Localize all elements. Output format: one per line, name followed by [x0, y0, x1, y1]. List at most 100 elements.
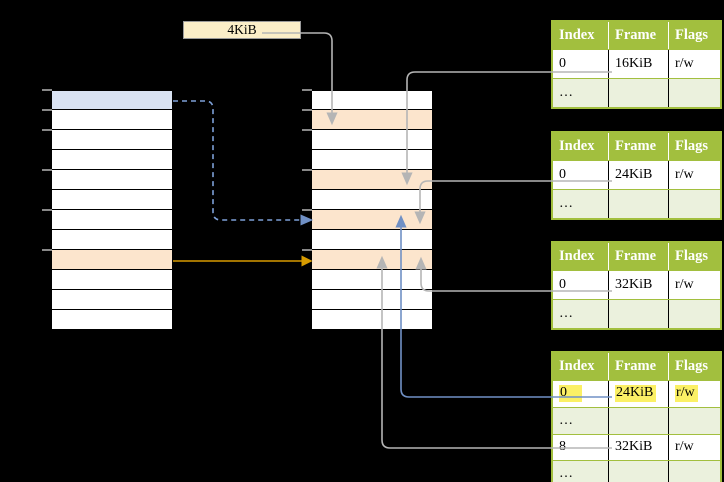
cell-frame: 32KiB — [608, 271, 668, 299]
table-row-ellipsis: … — [553, 460, 720, 482]
cell-index: 0 — [559, 167, 566, 182]
page-size-label: 4KiB — [183, 21, 301, 39]
page-table-header: Index Frame Flags — [553, 22, 720, 49]
memory-cell — [52, 110, 172, 130]
cell-index: … — [559, 466, 573, 482]
cell-flags: r/w — [668, 161, 720, 189]
address-tick — [302, 249, 312, 251]
memory-cell — [52, 150, 172, 170]
memory-cell — [312, 150, 432, 170]
cell-flags — [668, 461, 720, 482]
table-row: 0 32KiB r/w — [553, 270, 720, 299]
address-tick — [42, 209, 52, 211]
memory-cell — [52, 210, 172, 230]
memory-cell — [312, 110, 432, 130]
table-row-ellipsis: … — [553, 299, 720, 328]
cell-frame — [608, 190, 668, 218]
memory-cell — [312, 310, 432, 330]
page-table-3: Index Frame Flags 0 32KiB r/w … — [551, 241, 722, 330]
cell-index: 8 — [559, 439, 566, 455]
cell-index: … — [559, 306, 573, 321]
address-tick — [302, 169, 312, 171]
header-index: Index — [559, 138, 595, 154]
memory-cell — [312, 90, 432, 110]
address-tick — [302, 89, 312, 91]
memory-cell — [312, 270, 432, 290]
memory-cell — [52, 130, 172, 150]
memory-cell — [312, 290, 432, 310]
table-row: 0 24KiB r/w — [553, 160, 720, 189]
page-table-1: Index Frame Flags 0 16KiB r/w … — [551, 20, 722, 109]
table-row: 0 16KiB r/w — [553, 49, 720, 78]
memory-cell — [52, 90, 172, 110]
memory-cell — [312, 130, 432, 150]
memory-cell — [312, 170, 432, 190]
memory-cell — [312, 210, 432, 230]
header-frame: Frame — [608, 22, 668, 49]
page-table-2: Index Frame Flags 0 24KiB r/w … — [551, 131, 722, 220]
cell-flags: r/w — [668, 381, 720, 407]
page-table-header: Index Frame Flags — [553, 353, 720, 380]
header-frame: Frame — [608, 133, 668, 160]
page-table-header: Index Frame Flags — [553, 133, 720, 160]
highlight: 24KiB — [615, 385, 657, 403]
address-tick — [42, 109, 52, 111]
highlight: r/w — [675, 385, 698, 403]
memory-cell — [312, 190, 432, 210]
cell-frame: 16KiB — [608, 50, 668, 78]
memory-cell — [52, 230, 172, 250]
table-row: 8 32KiB r/w — [553, 433, 720, 461]
cell-frame — [608, 461, 668, 482]
memory-cell — [52, 270, 172, 290]
header-flags: Flags — [668, 22, 720, 49]
table-row-highlighted: 0 24KiB r/w — [553, 380, 720, 407]
cell-index: … — [559, 196, 573, 211]
table-row-ellipsis: … — [553, 78, 720, 107]
table-row-ellipsis: … — [553, 406, 720, 434]
page-table-header: Index Frame Flags — [553, 243, 720, 270]
address-tick — [42, 89, 52, 91]
table-row-ellipsis: … — [553, 189, 720, 218]
connector-virtual-page-dashed — [173, 100, 314, 226]
cell-index: 0 — [559, 277, 566, 292]
cell-flags: r/w — [668, 434, 720, 461]
header-flags: Flags — [668, 133, 720, 160]
cell-flags — [668, 79, 720, 107]
memory-cell — [52, 190, 172, 210]
cell-index: 0 — [553, 381, 608, 407]
header-index: Index — [559, 27, 595, 43]
address-tick — [42, 129, 52, 131]
header-flags: Flags — [668, 243, 720, 270]
cell-frame — [608, 300, 668, 328]
memory-cell — [52, 310, 172, 330]
cell-frame: 24KiB — [608, 161, 668, 189]
cell-frame: 24KiB — [608, 381, 668, 407]
memory-cell — [312, 230, 432, 250]
header-index: Index — [559, 358, 595, 374]
cell-flags: r/w — [668, 271, 720, 299]
memory-cell — [52, 250, 172, 270]
header-frame: Frame — [608, 353, 668, 380]
page-table-4: Index Frame Flags 0 24KiB r/w … 8 32KiB … — [551, 351, 722, 482]
virtual-memory-table — [52, 90, 172, 330]
address-tick — [42, 249, 52, 251]
address-tick — [302, 109, 312, 111]
highlight: 0 — [559, 385, 582, 403]
address-tick — [42, 169, 52, 171]
address-tick — [302, 209, 312, 211]
address-tick — [302, 129, 312, 131]
cell-flags: r/w — [668, 50, 720, 78]
cell-index: … — [559, 412, 573, 428]
header-frame: Frame — [608, 243, 668, 270]
cell-frame — [608, 407, 668, 434]
memory-cell — [52, 170, 172, 190]
cell-frame — [608, 79, 668, 107]
cell-flags — [668, 300, 720, 328]
page-size-text: 4KiB — [227, 22, 257, 37]
cell-index: 0 — [559, 56, 566, 71]
header-index: Index — [559, 248, 595, 264]
physical-memory-table — [312, 90, 432, 330]
memory-cell — [312, 250, 432, 270]
header-flags: Flags — [668, 353, 720, 380]
